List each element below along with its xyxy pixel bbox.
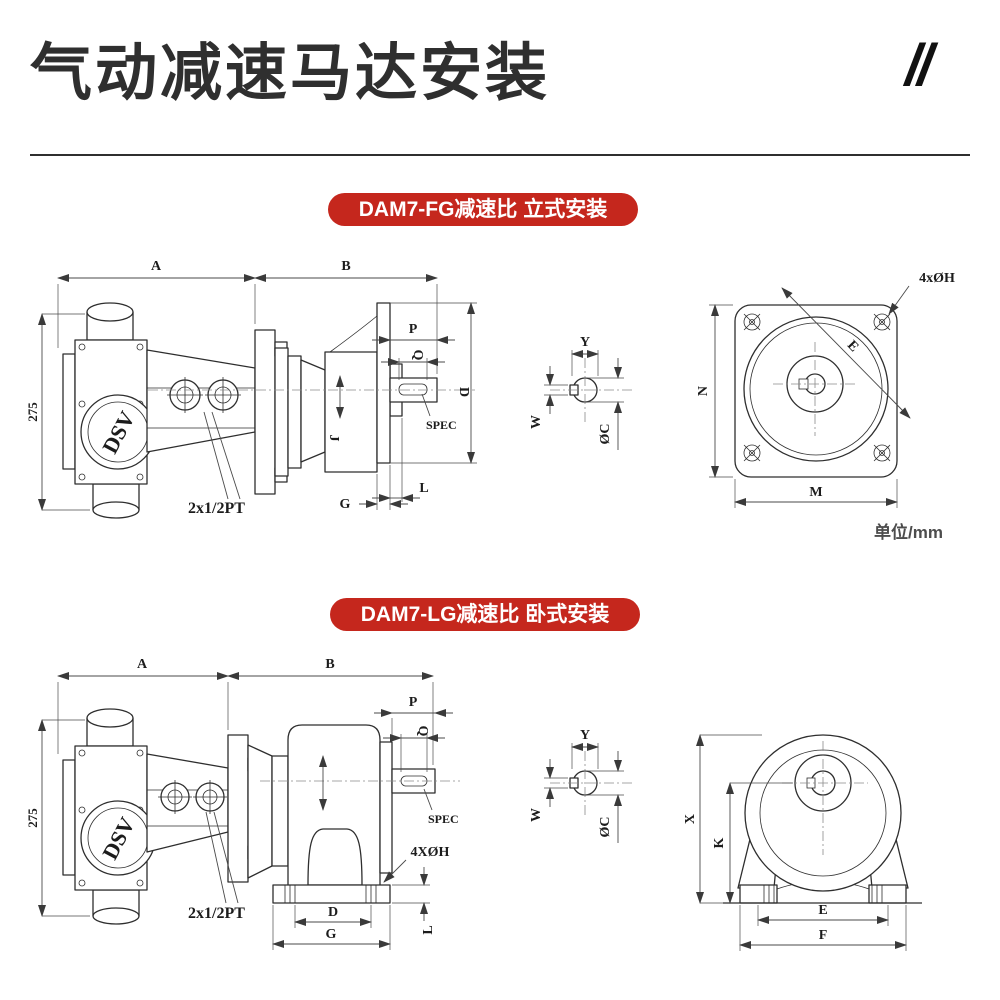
dim-label-d: D (328, 905, 338, 920)
dim-label-a: A (151, 259, 162, 274)
fg-side-view-drawing: DSV (25, 259, 477, 519)
dim-label-g: G (326, 927, 337, 942)
dim-label-w: W (529, 415, 544, 429)
page-title: 气动减速马达安装 (30, 39, 551, 108)
port-thread-label: 2x1/2PT (188, 905, 245, 922)
fg-front-view-drawing: E 4xØH N M (696, 271, 955, 508)
dim-label-e: E (818, 903, 827, 918)
dim-label-spec: SPEC (428, 812, 459, 826)
dim-label-a: A (137, 657, 148, 672)
dim-label-spec: SPEC (426, 418, 457, 432)
port-thread-label: 2x1/2PT (188, 500, 245, 517)
dim-label-q: Q (415, 726, 430, 737)
dim-label-f: F (819, 928, 828, 943)
motor-neck-and-ports (146, 753, 229, 853)
motor-body-front (744, 734, 902, 892)
dim-label-j: J (326, 435, 341, 442)
dim-label-q: Q (410, 350, 425, 361)
lg-side-view-drawing: DSV (25, 657, 460, 950)
dimensions: A B 275 P Q SPEC 4XØH D (25, 657, 459, 950)
dim-label-y: Y (580, 335, 590, 350)
mounting-flange (254, 329, 302, 495)
gear-reducer (247, 724, 393, 904)
dimensions: X K E F (683, 734, 907, 951)
dim-label-x: X (683, 814, 698, 824)
motor-neck-and-ports (146, 349, 256, 453)
shaft-section (550, 751, 632, 815)
dim-label-oc: ØC (598, 424, 613, 445)
lg-shaft-section-drawing: Y W ØC (529, 728, 632, 843)
gear-reducer (300, 302, 403, 473)
dim-label-y: Y (580, 728, 590, 743)
dim-label-m: M (809, 485, 822, 500)
unit-note: 单位/mm (874, 523, 943, 542)
dim-label-275: 275 (25, 402, 40, 422)
dim-label-k: K (712, 837, 727, 848)
dim-label-p: P (409, 322, 418, 337)
dim-label-d: D (456, 387, 471, 397)
dim-label-n: N (696, 386, 711, 396)
header-slashes: // (905, 33, 933, 98)
dim-label-l: L (419, 481, 428, 496)
badge-lg-horizontal-mount: DAM7-LG减速比 卧式安装 (330, 598, 640, 631)
shaft-section (550, 358, 632, 422)
bolt-holes-label: 4xØH (919, 271, 955, 286)
dim-label-w: W (529, 808, 544, 822)
dim-label-l: L (421, 925, 436, 934)
dimensions: E 4xØH N M (696, 271, 955, 508)
dimensions: A B 275 P Q D J SPEC (25, 259, 477, 517)
dim-label-oc: ØC (598, 817, 613, 838)
dim-label-275: 275 (25, 808, 40, 828)
dim-label-p: P (409, 695, 418, 710)
badge-fg-vertical-mount: DAM7-FG减速比 立式安装 (328, 193, 638, 226)
lg-front-view-drawing: X K E F (683, 734, 922, 951)
air-motor: DSV (62, 708, 156, 925)
header-divider (30, 154, 970, 156)
fg-shaft-section-drawing: Y W ØC (529, 335, 632, 450)
air-motor: DSV (62, 302, 156, 519)
dim-label-g: G (340, 497, 351, 512)
dim-label-b: B (325, 657, 334, 672)
dim-label-b: B (341, 259, 350, 274)
dimensions: Y W ØC (529, 335, 624, 450)
bolt-holes-label: 4XØH (411, 845, 450, 860)
dimensions: Y W ØC (529, 728, 624, 843)
